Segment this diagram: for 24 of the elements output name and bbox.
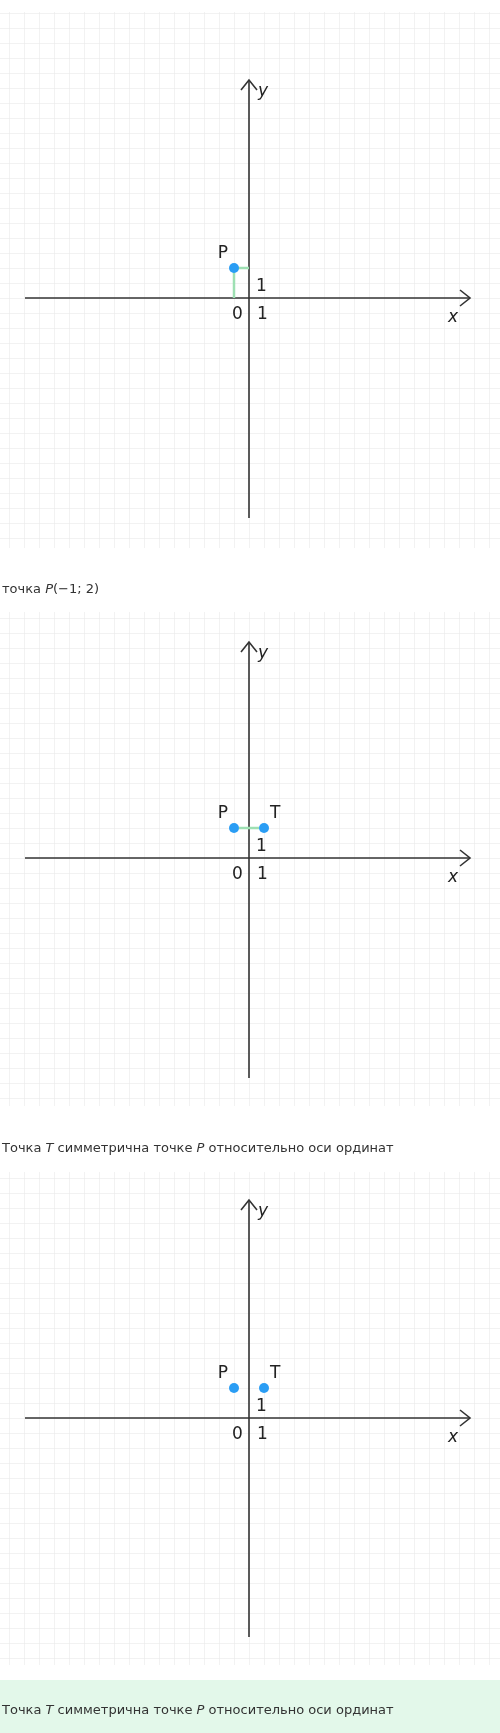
- caption: Точка T симметрична точке P относительно оси ординат: [2, 1702, 394, 1718]
- point-label: P: [217, 244, 228, 261]
- axis-label: x: [448, 1428, 459, 1445]
- tick-label: 1: [257, 865, 268, 882]
- point-label: T: [270, 804, 281, 821]
- axis-label: y: [258, 1202, 269, 1219]
- tick-label: 1: [257, 305, 268, 322]
- axis-label: y: [258, 644, 269, 661]
- tick-label: 1: [256, 837, 267, 854]
- axis-label: x: [448, 308, 459, 325]
- point-label: T: [270, 1364, 281, 1381]
- axis-label: y: [258, 82, 269, 99]
- segment: [239, 826, 259, 830]
- tick-label: 1: [257, 1425, 268, 1442]
- caption: Точка T симметрична точке P относительно оси ординат: [2, 1140, 394, 1156]
- point-label: P: [217, 1364, 228, 1381]
- caption: точка P(−1; 2): [2, 581, 100, 597]
- tick-label: 1: [256, 277, 267, 294]
- axis-label: x: [448, 868, 459, 885]
- origin-label: 0: [232, 865, 243, 882]
- origin-label: 0: [232, 1425, 243, 1442]
- origin-label: 0: [232, 305, 243, 322]
- tick-label: 1: [256, 1397, 267, 1414]
- point-label: P: [217, 804, 228, 821]
